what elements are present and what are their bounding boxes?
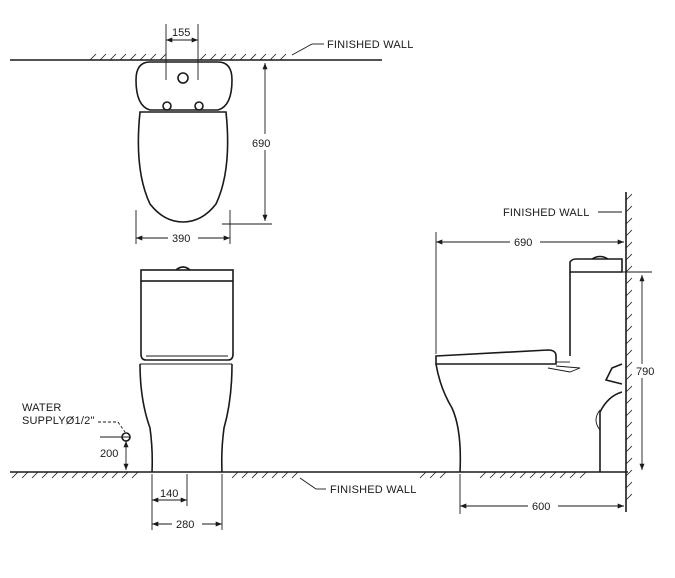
hinge-right-icon [194, 101, 204, 111]
dim-top-hole-offset: 155 [172, 27, 190, 39]
top-seat-outline [137, 111, 229, 223]
floor: FINISHED WALL [10, 471, 628, 496]
water-supply-label-2: SUPPLYØ1/2" [22, 415, 95, 427]
dim-side-height: 790 [636, 366, 654, 378]
top-view: FINISHED WALL 155 690 390 [10, 24, 414, 245]
front-seat [140, 353, 234, 361]
side-view: FINISHED WALL 690 790 600 [435, 192, 664, 514]
hinge-left-icon [162, 101, 172, 111]
dim-outlet-140: 140 [160, 488, 178, 500]
side-tank [569, 258, 623, 273]
front-bowl [139, 363, 233, 473]
finished-wall-floor-label: FINISHED WALL [330, 484, 417, 496]
dim-supply-height: 200 [100, 448, 118, 460]
side-wall-hatch [625, 193, 633, 501]
dim-rough-in: 600 [532, 501, 550, 513]
side-bowl [435, 363, 462, 473]
water-supply-label-1: WATER [22, 402, 62, 414]
front-tank [140, 269, 234, 282]
front-tank-body [140, 281, 234, 354]
front-view: WATER SUPPLYØ1/2" 200 140 280 [22, 266, 234, 531]
dim-side-depth: 690 [514, 237, 532, 249]
side-seat [435, 349, 557, 365]
finished-wall-side-label: FINISHED WALL [503, 207, 590, 219]
top-tank-outline [135, 61, 233, 111]
finished-wall-top-label: FINISHED WALL [327, 39, 414, 51]
top-wall-hatch [89, 53, 287, 61]
supply-hole-icon [177, 72, 189, 84]
dim-top-depth: 690 [252, 138, 270, 150]
dim-top-width: 390 [172, 233, 190, 245]
floor-hatch [11, 471, 587, 479]
dim-outlet-280: 280 [176, 519, 194, 531]
